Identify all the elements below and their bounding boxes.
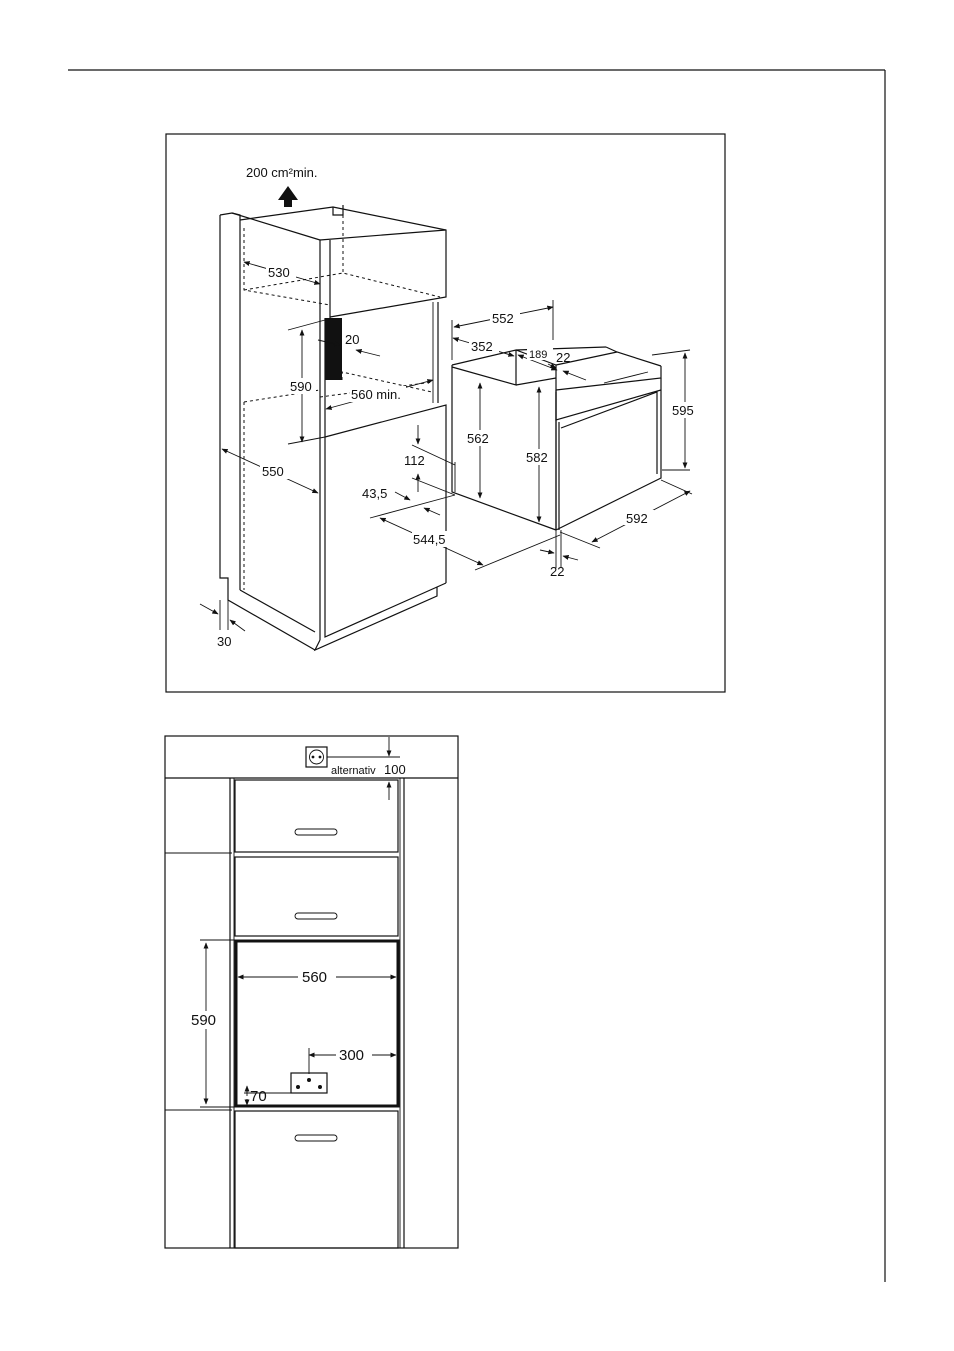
svg-text:562: 562 — [467, 431, 489, 446]
dim-112: 112 — [404, 425, 455, 492]
dim-530: 530 — [244, 262, 320, 284]
drawer-2 — [235, 857, 398, 936]
dim-562: 562 — [466, 383, 494, 498]
svg-text:560 min.: 560 min. — [351, 387, 401, 402]
ventilation-arrow-icon — [278, 186, 298, 207]
installation-dimensions-diagram: 200 cm²min. — [166, 134, 725, 692]
svg-text:592: 592 — [626, 511, 648, 526]
oven-niche — [236, 941, 398, 1106]
svg-text:590: 590 — [191, 1012, 216, 1029]
dim-300: 300 — [309, 1046, 396, 1074]
dim-592: 592 — [560, 480, 692, 548]
svg-text:70: 70 — [250, 1088, 267, 1105]
ventilation-gap-block — [325, 318, 342, 380]
svg-text:544,5: 544,5 — [413, 532, 446, 547]
drawer-3 — [235, 1111, 398, 1248]
cabinet-top — [240, 205, 446, 318]
svg-text:550: 550 — [262, 464, 284, 479]
cabinet-lower — [315, 405, 446, 650]
dim-582: 582 — [525, 387, 553, 522]
svg-text:595: 595 — [672, 403, 694, 418]
svg-text:100: 100 — [384, 762, 406, 777]
bottom-diagram-frame — [165, 736, 458, 1248]
svg-text:590: 590 — [290, 379, 312, 394]
dim-550: 550 — [222, 449, 318, 493]
dim-590-niche: 590 — [188, 940, 236, 1107]
svg-text:582: 582 — [526, 450, 548, 465]
dim-595: 595 — [652, 350, 699, 470]
svg-text:22: 22 — [556, 350, 570, 365]
socket-alt-label: alternativ — [331, 765, 376, 777]
dim-560: 560 — [238, 968, 396, 986]
dim-22-top: 22 — [548, 350, 586, 380]
drawer-1 — [235, 780, 398, 852]
dim-43-5: 43,5 — [362, 478, 455, 515]
svg-text:530: 530 — [268, 265, 290, 280]
vent-label: 200 cm²min. — [246, 165, 318, 180]
svg-text:43,5: 43,5 — [362, 486, 387, 501]
svg-text:20: 20 — [345, 332, 359, 347]
page-frame — [68, 70, 885, 1282]
svg-text:552: 552 — [492, 311, 514, 326]
dim-70: 70 — [244, 1086, 291, 1105]
svg-text:30: 30 — [217, 634, 231, 649]
svg-text:352: 352 — [471, 339, 493, 354]
dim-560-min: 560 min. — [326, 380, 433, 409]
socket-icon — [291, 1073, 327, 1093]
svg-text:560: 560 — [302, 969, 327, 986]
svg-text:112: 112 — [404, 453, 425, 468]
svg-text:300: 300 — [339, 1047, 364, 1064]
dim-544-5: 544,5 — [370, 495, 560, 570]
cabinet-front-diagram: alternativ 100 560 590 — [165, 736, 458, 1248]
dim-30: 30 — [200, 600, 245, 649]
dim-352: 352 — [453, 338, 514, 356]
svg-text:189: 189 — [529, 349, 547, 361]
svg-text:22: 22 — [550, 564, 564, 579]
dim-100: 100 — [384, 737, 406, 800]
